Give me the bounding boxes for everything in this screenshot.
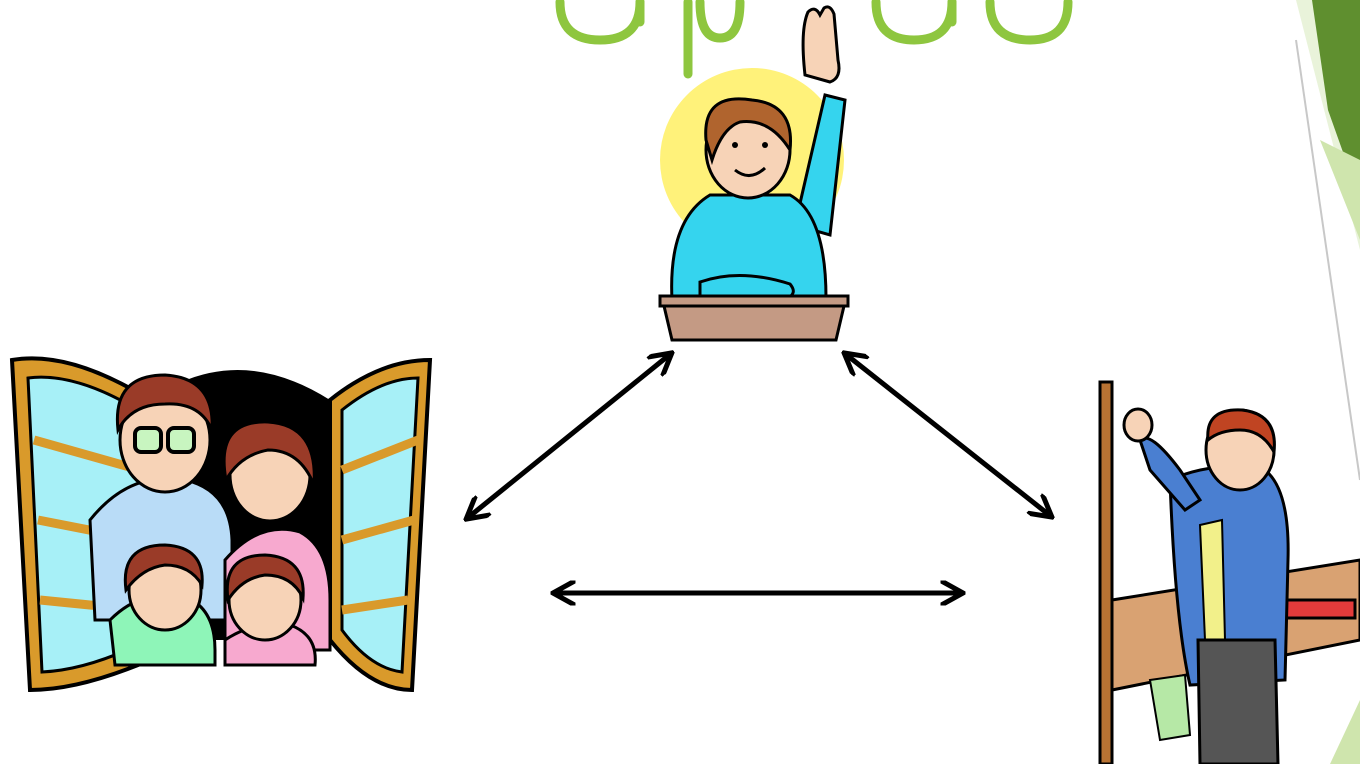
arrow-family-student — [470, 356, 668, 516]
teacher-writing-on-board-icon — [1100, 382, 1360, 764]
arrow-student-teacher — [848, 356, 1048, 514]
family-at-window-icon — [12, 358, 430, 690]
